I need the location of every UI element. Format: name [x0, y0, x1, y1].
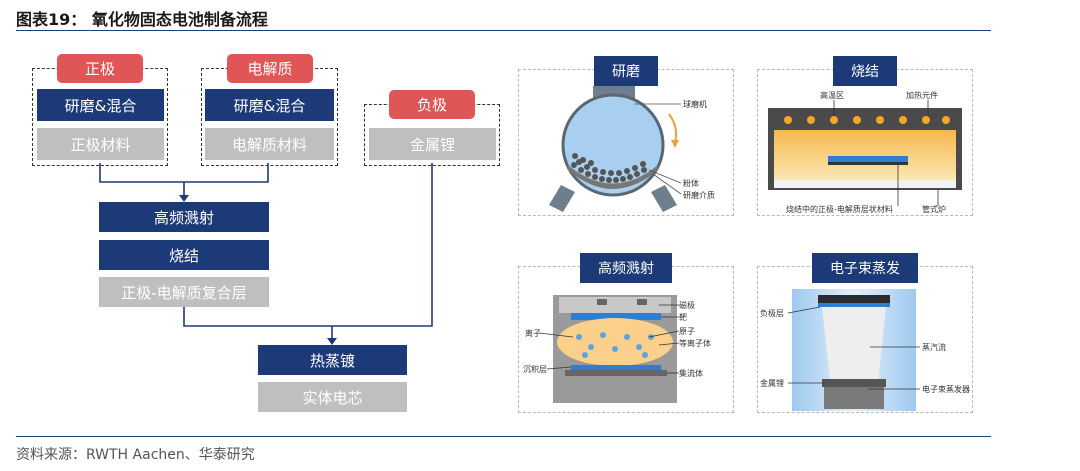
- electrolyte-grind-step: 研磨&混合: [205, 89, 334, 121]
- top-rule: [16, 30, 991, 31]
- sputtering-illustration: [538, 295, 680, 403]
- label-plasma: 等离子体: [679, 339, 711, 348]
- panel-grinding-title: 研磨: [594, 56, 658, 86]
- panel-grinding: 研磨 球磨机 粉体 研磨介质: [518, 56, 734, 216]
- panel-ebeam: 电子束蒸发 负极层 蒸汽流 金属锂 电子束蒸发器: [757, 253, 973, 413]
- cathode-material: 正极材料: [37, 128, 164, 160]
- electrolyte-label: 电解质: [227, 54, 313, 83]
- tube-furnace-illustration: [768, 100, 962, 206]
- sputter-step: 高频溅射: [99, 202, 269, 232]
- panel-sputtering-title: 高频溅射: [580, 253, 672, 283]
- ebeam-illustration: [787, 289, 920, 411]
- electrolyte-material: 电解质材料: [205, 128, 334, 160]
- bottom-rule: [16, 436, 991, 437]
- label-evaporator: 电子束蒸发器: [922, 385, 970, 394]
- label-ball-mill: 球磨机: [683, 100, 707, 109]
- panel-sintering: 烧结 高温区 加热元件 烧结中的正极-电解质层状材料 管式炉: [757, 56, 973, 216]
- label-vapor-flow: 蒸汽流: [922, 343, 946, 352]
- label-deposition-layer: 沉积层: [523, 365, 547, 374]
- source-note: 资料来源：RWTH Aachen、华泰研究: [16, 447, 255, 463]
- label-magnet: 磁极: [679, 301, 695, 310]
- label-heating-element: 加热元件: [906, 91, 938, 100]
- figure-title: 图表19： 氧化物固态电池制备流程: [16, 10, 268, 29]
- cathode-grind-step: 研磨&混合: [37, 89, 164, 121]
- panel-sintering-title: 烧结: [833, 56, 897, 86]
- flow-connectors: [99, 163, 433, 345]
- label-hot-zone: 高温区: [820, 91, 844, 100]
- anode-label: 负极: [389, 90, 475, 119]
- label-anode-layer: 负极层: [760, 309, 784, 318]
- label-ion: 离子: [525, 329, 541, 338]
- composite-layer: 正极-电解质复合层: [99, 277, 269, 307]
- arrowhead-sputter: [179, 195, 189, 202]
- evaporation-step: 热蒸镀: [258, 345, 407, 375]
- label-sintering-sample: 烧结中的正极-电解质层状材料: [786, 205, 893, 214]
- label-lithium-metal: 金属锂: [760, 379, 784, 388]
- label-target: 靶: [679, 313, 687, 322]
- label-current-collector: 集流体: [679, 369, 703, 378]
- composite-to-evap-line: [183, 307, 332, 327]
- label-grinding-media: 研磨介质: [683, 191, 715, 200]
- label-powder: 粉体: [683, 179, 699, 188]
- anode-material: 金属锂: [369, 128, 496, 160]
- label-tube-furnace: 管式炉: [922, 205, 946, 214]
- panel-sputtering: 高频溅射 磁极 靶 离子 原子 等离子体 沉积层 集流体: [518, 253, 734, 413]
- panel-ebeam-title: 电子束蒸发: [812, 253, 918, 283]
- ball-mill-illustration: [549, 86, 682, 212]
- cell-output: 实体电芯: [258, 382, 407, 412]
- arrowhead-evap: [327, 338, 337, 345]
- sinter-step: 烧结: [99, 240, 269, 270]
- anode-to-evap-line: [332, 163, 433, 327]
- cathode-label: 正极: [57, 54, 143, 83]
- label-atom: 原子: [679, 327, 695, 336]
